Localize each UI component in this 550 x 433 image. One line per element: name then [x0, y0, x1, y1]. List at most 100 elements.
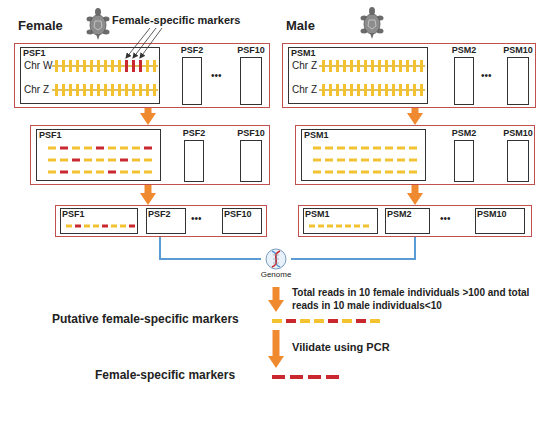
marker-dashes: [272, 375, 285, 379]
chromosome: [350, 84, 353, 96]
node-label: PSF1: [39, 130, 62, 140]
sample-box: PSF2: [146, 208, 186, 234]
marker-dashes: [361, 159, 369, 162]
turtle-icon: [95, 8, 101, 16]
marker-dashes: [361, 171, 369, 174]
marker-dashes: [354, 225, 360, 228]
marker-dashes: [349, 171, 357, 174]
chromosome: [371, 60, 374, 72]
sample-box: PSM1Chr ZChr Z: [288, 47, 428, 104]
node-label: PSF1: [23, 48, 46, 58]
flow-arrow: [145, 108, 152, 113]
chromosome: [125, 60, 128, 72]
marker-dashes: [120, 171, 128, 174]
chromosome: [392, 60, 395, 72]
flow-arrow: [273, 287, 280, 300]
marker-dashes: [72, 147, 80, 150]
chromosome: [111, 84, 114, 96]
pointer-lines: [126, 28, 162, 58]
chromosome: [364, 60, 367, 72]
marker-dashes: [308, 375, 321, 379]
sample-group-box: MalePSM1Chr ZChr ZPSM2PSM10: [282, 43, 536, 108]
marker-dashes: [409, 159, 417, 162]
edge-label: Total reads in 10 female individuals >10…: [292, 287, 532, 312]
marker-dashes: [102, 225, 108, 228]
marker-dashes: [397, 147, 405, 150]
sample-box: PSF10: [222, 208, 262, 234]
chromosome: [146, 84, 149, 96]
chromosome: [111, 60, 114, 72]
marker-dashes: [60, 159, 68, 162]
sample-outline: [454, 140, 474, 182]
decoration-group: [48, 7, 425, 379]
chromosome: [371, 84, 374, 96]
chromosome: [69, 84, 72, 96]
pointer-lines: [126, 28, 150, 58]
chromosome: [83, 60, 86, 72]
turtle-icon: [87, 17, 94, 22]
chromosome: [69, 60, 72, 72]
marker-dashes: [96, 147, 104, 150]
marker-dashes: [111, 225, 117, 228]
merge-line: [291, 237, 415, 259]
sample-outline: [184, 140, 204, 182]
node-label: PSM1: [305, 209, 330, 219]
node-label: Putative female-specific markers: [52, 313, 239, 327]
sample-box: PSM2: [385, 208, 430, 234]
chromosome: [319, 84, 425, 96]
marker-dashes: [272, 375, 339, 379]
chromosome: [322, 60, 325, 72]
node-label: PSF2: [148, 209, 171, 219]
marker-dashes: [48, 171, 56, 174]
dna-icon: [266, 249, 286, 269]
marker-dashes: [48, 159, 152, 162]
sample-box: PSM1: [303, 208, 378, 234]
marker-dashes: [409, 171, 417, 174]
marker-dashes: [93, 225, 99, 228]
marker-dashes: [108, 147, 116, 150]
sample-group-box: PSM1PSM2PSM10: [295, 125, 535, 185]
chromosome: [329, 60, 332, 72]
marker-dashes: [300, 319, 310, 323]
marker-dashes: [75, 225, 81, 228]
marker-dashes: [325, 159, 333, 162]
marker-dashes: [120, 159, 128, 162]
chromosome: [329, 84, 332, 96]
marker-dashes: [48, 159, 56, 162]
chromosome: [125, 84, 128, 96]
chromosome: [420, 84, 423, 96]
node-label: Chr Z: [292, 60, 317, 72]
marker-dashes: [363, 225, 369, 228]
marker-dashes: [120, 225, 126, 228]
chromosome: [319, 60, 425, 72]
sample-group-box: FemalePSF1Chr WChr ZPSF2PSF10: [14, 43, 270, 108]
marker-dashes: [397, 171, 405, 174]
flow-arrow: [412, 185, 419, 193]
chromosome: [118, 84, 121, 96]
marker-dashes: [66, 225, 72, 228]
sample-box: PSF10: [236, 45, 266, 105]
flow-arrow: [145, 185, 152, 193]
marker-dashes: [132, 159, 140, 162]
marker-dashes: [144, 147, 152, 150]
chromosome: [378, 60, 381, 72]
marker-dashes: [60, 171, 68, 174]
chromosome: [97, 60, 100, 72]
marker-dashes: [326, 375, 339, 379]
edge-label: Vilidate using PCR: [292, 341, 390, 354]
marker-dashes: [313, 147, 321, 150]
sample-outline: [507, 140, 529, 182]
turtle-icon: [87, 8, 110, 40]
sample-box: PSM10: [475, 208, 525, 234]
turtle-icon: [103, 17, 110, 22]
chromosome: [322, 84, 325, 96]
chromosome: [104, 84, 107, 96]
turtle-icon: [377, 16, 384, 21]
chromosome: [90, 60, 93, 72]
node-label: Female-specific markers: [95, 369, 235, 383]
marker-dashes: [373, 171, 381, 174]
chromosome: [350, 60, 353, 72]
